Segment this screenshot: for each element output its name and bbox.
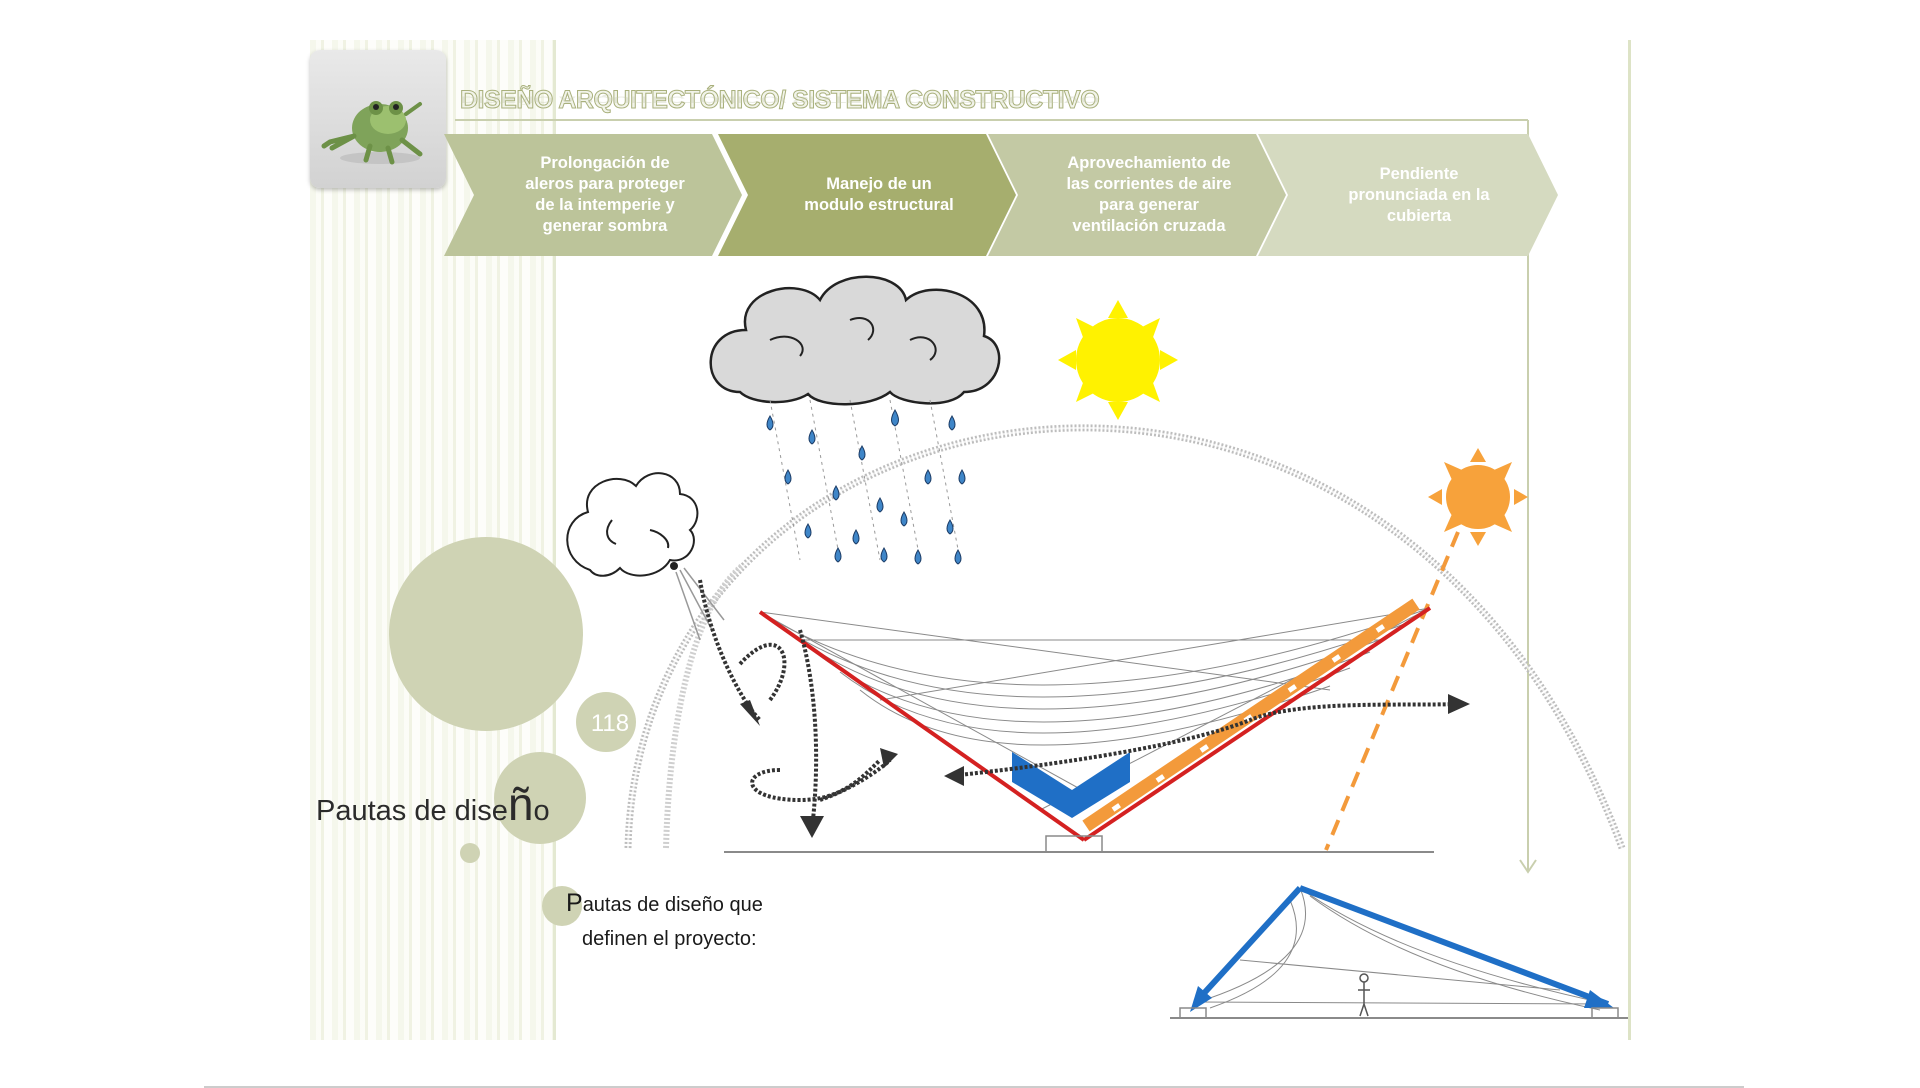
wind-face-icon bbox=[566, 472, 699, 577]
interior-volume bbox=[1012, 752, 1130, 818]
step-4-label: Pendiente pronunciada en la cubierta bbox=[1348, 164, 1490, 225]
chevron-2 bbox=[718, 134, 1016, 256]
page-number: 118 bbox=[590, 710, 630, 737]
frog-icon bbox=[321, 101, 423, 165]
sun-orange-icon bbox=[1428, 448, 1528, 546]
sun-yellow-icon bbox=[1058, 300, 1178, 420]
decorative-circle-medium bbox=[494, 752, 586, 844]
step-1-label: Prolongación de aleros para proteger de … bbox=[525, 154, 685, 235]
step-3-label: Aprovechamiento de las corrientes de air… bbox=[1066, 154, 1232, 235]
body-text: Pautas de diseño que definen el proyecto… bbox=[566, 889, 763, 950]
arrowhead-icons bbox=[740, 694, 1470, 838]
roof-left-edge bbox=[758, 610, 1086, 842]
chevron-1 bbox=[444, 134, 742, 256]
chevron-4 bbox=[1258, 134, 1558, 256]
decorative-circle-large bbox=[389, 537, 583, 731]
wind-lines bbox=[675, 567, 725, 641]
decorative-vertical-line bbox=[1628, 40, 1631, 1040]
step-2-label: Manejo de un modulo estructural bbox=[804, 175, 954, 214]
solar-panel-strip bbox=[1082, 598, 1420, 832]
person-icon bbox=[1358, 973, 1370, 1017]
roof-structure bbox=[724, 598, 1434, 853]
roof-right-edge bbox=[1082, 606, 1432, 842]
frog-photo bbox=[310, 50, 446, 188]
sun-ray-line bbox=[1324, 531, 1460, 851]
chevron-3 bbox=[988, 134, 1286, 256]
rain-drops bbox=[766, 399, 966, 565]
decorative-circle-small bbox=[460, 843, 480, 863]
page-number-circle bbox=[576, 692, 636, 752]
sun-path-arc-highlight bbox=[627, 426, 1623, 849]
section-drawing bbox=[1170, 885, 1628, 1019]
wind-shield-arc bbox=[663, 563, 744, 849]
decorative-vertical-line bbox=[553, 40, 556, 1040]
bullet-circle bbox=[542, 886, 582, 926]
frame-arrow-icon bbox=[1519, 859, 1537, 874]
rain-cloud-icon bbox=[709, 275, 1001, 406]
foundation bbox=[1045, 835, 1103, 853]
page-title: DISEÑO ARQUITECTÓNICO/ SISTEMA CONSTRUCT… bbox=[459, 86, 1100, 115]
section-heading: Pautas de diseño bbox=[316, 778, 550, 830]
